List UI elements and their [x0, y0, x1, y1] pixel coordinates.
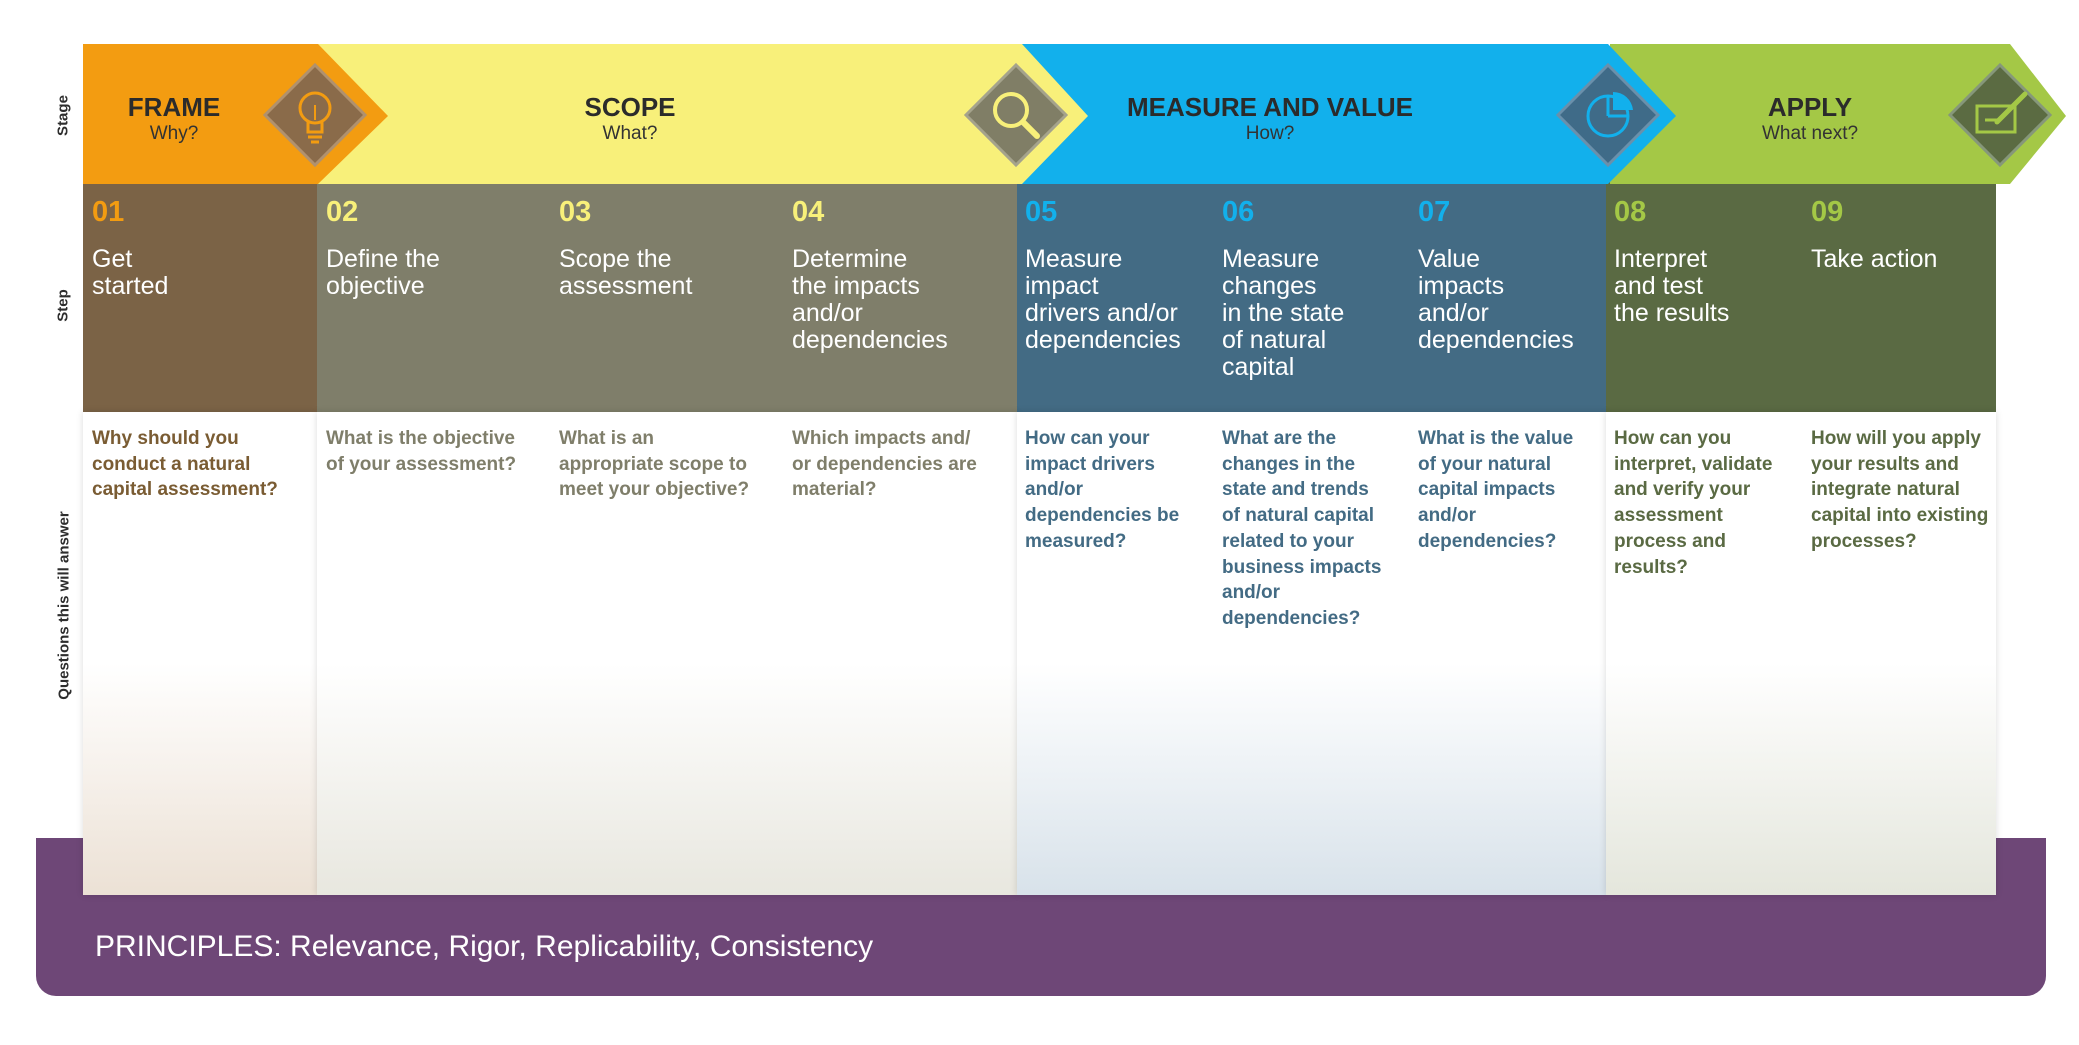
step-question: How can you interpret, validate and veri…	[1614, 428, 1773, 578]
step-question: How will you apply your results and inte…	[1811, 428, 1989, 552]
principles-text: PRINCIPLES: Relevance, Rigor, Replicabil…	[95, 930, 874, 963]
question-panel-measure	[1017, 412, 1606, 895]
question-panel-frame	[83, 412, 317, 895]
step-number: 09	[1811, 196, 1844, 228]
stage-measure-subtitle: How?	[1245, 123, 1295, 144]
step-question: What is an appropriate scope to meet you…	[559, 428, 750, 501]
stage-frame-subtitle: Why?	[149, 123, 199, 144]
step-number: 07	[1418, 196, 1451, 228]
step-label: Scope the assessment	[559, 245, 693, 300]
stage-apply-title: APPLY	[1767, 92, 1853, 122]
step-question: What are the changes in the state and tr…	[1222, 428, 1382, 629]
step-question: How can your impact drivers and/or depen…	[1025, 428, 1180, 552]
side-label-step: Step	[54, 289, 72, 322]
magnifier-icon	[961, 60, 1071, 170]
step-band-apply	[1606, 182, 1996, 412]
step-question: Which impacts and/ or dependencies are m…	[792, 428, 977, 501]
lightbulb-icon	[260, 60, 370, 170]
stage-apply-subtitle: What next?	[1761, 123, 1859, 144]
step-band-frame	[83, 182, 317, 412]
stage-arrow-apply	[1610, 44, 2066, 184]
stage-frame-header: FRAME Why?	[100, 92, 248, 146]
step-number: 08	[1614, 196, 1647, 228]
step-label: Measure changes in the state of natural …	[1222, 245, 1345, 381]
stage-apply-header: APPLY What next?	[1660, 92, 1960, 146]
stage-scope-subtitle: What?	[602, 123, 658, 144]
step-number: 03	[559, 196, 592, 228]
step-number: 01	[92, 196, 125, 228]
stage-arrow-measure	[1022, 44, 1676, 184]
stage-scope-header: SCOPE What?	[480, 92, 780, 146]
step-label: Determine the impacts and/or dependencie…	[792, 245, 948, 354]
stage-measure-title: MEASURE AND VALUE	[1126, 92, 1413, 122]
step-label: Value impacts and/or dependencies	[1418, 245, 1574, 354]
question-panel-apply	[1606, 412, 1996, 895]
step-band-measure	[1017, 182, 1606, 412]
step-question: What is the objective of your assessment…	[326, 428, 517, 475]
pencil-note-icon	[1945, 60, 2055, 170]
side-label-questions: Questions this will answer	[55, 511, 73, 700]
step-number: 05	[1025, 196, 1058, 228]
pie-chart-icon	[1553, 60, 1663, 170]
step-label: Define the objective	[326, 245, 440, 300]
step-label: Get started	[92, 245, 169, 300]
step-number: 06	[1222, 196, 1255, 228]
step-question: Why should you conduct a natural capital…	[92, 428, 278, 501]
step-label: Measure impact drivers and/or dependenci…	[1025, 245, 1181, 354]
step-number: 04	[792, 196, 825, 228]
question-panel-scope	[317, 412, 1017, 895]
stage-scope-title: SCOPE	[584, 92, 676, 122]
stage-frame-title: FRAME	[127, 92, 221, 122]
step-label: Interpret and test the results	[1614, 245, 1730, 327]
step-number: 02	[326, 196, 359, 228]
stage-measure-header: MEASURE AND VALUE How?	[1070, 92, 1470, 146]
stage-arrow-scope	[318, 44, 1088, 184]
step-label: Take action	[1811, 245, 1938, 273]
step-band-scope	[317, 182, 1017, 412]
step-question: What is the value of your natural capita…	[1418, 428, 1574, 552]
